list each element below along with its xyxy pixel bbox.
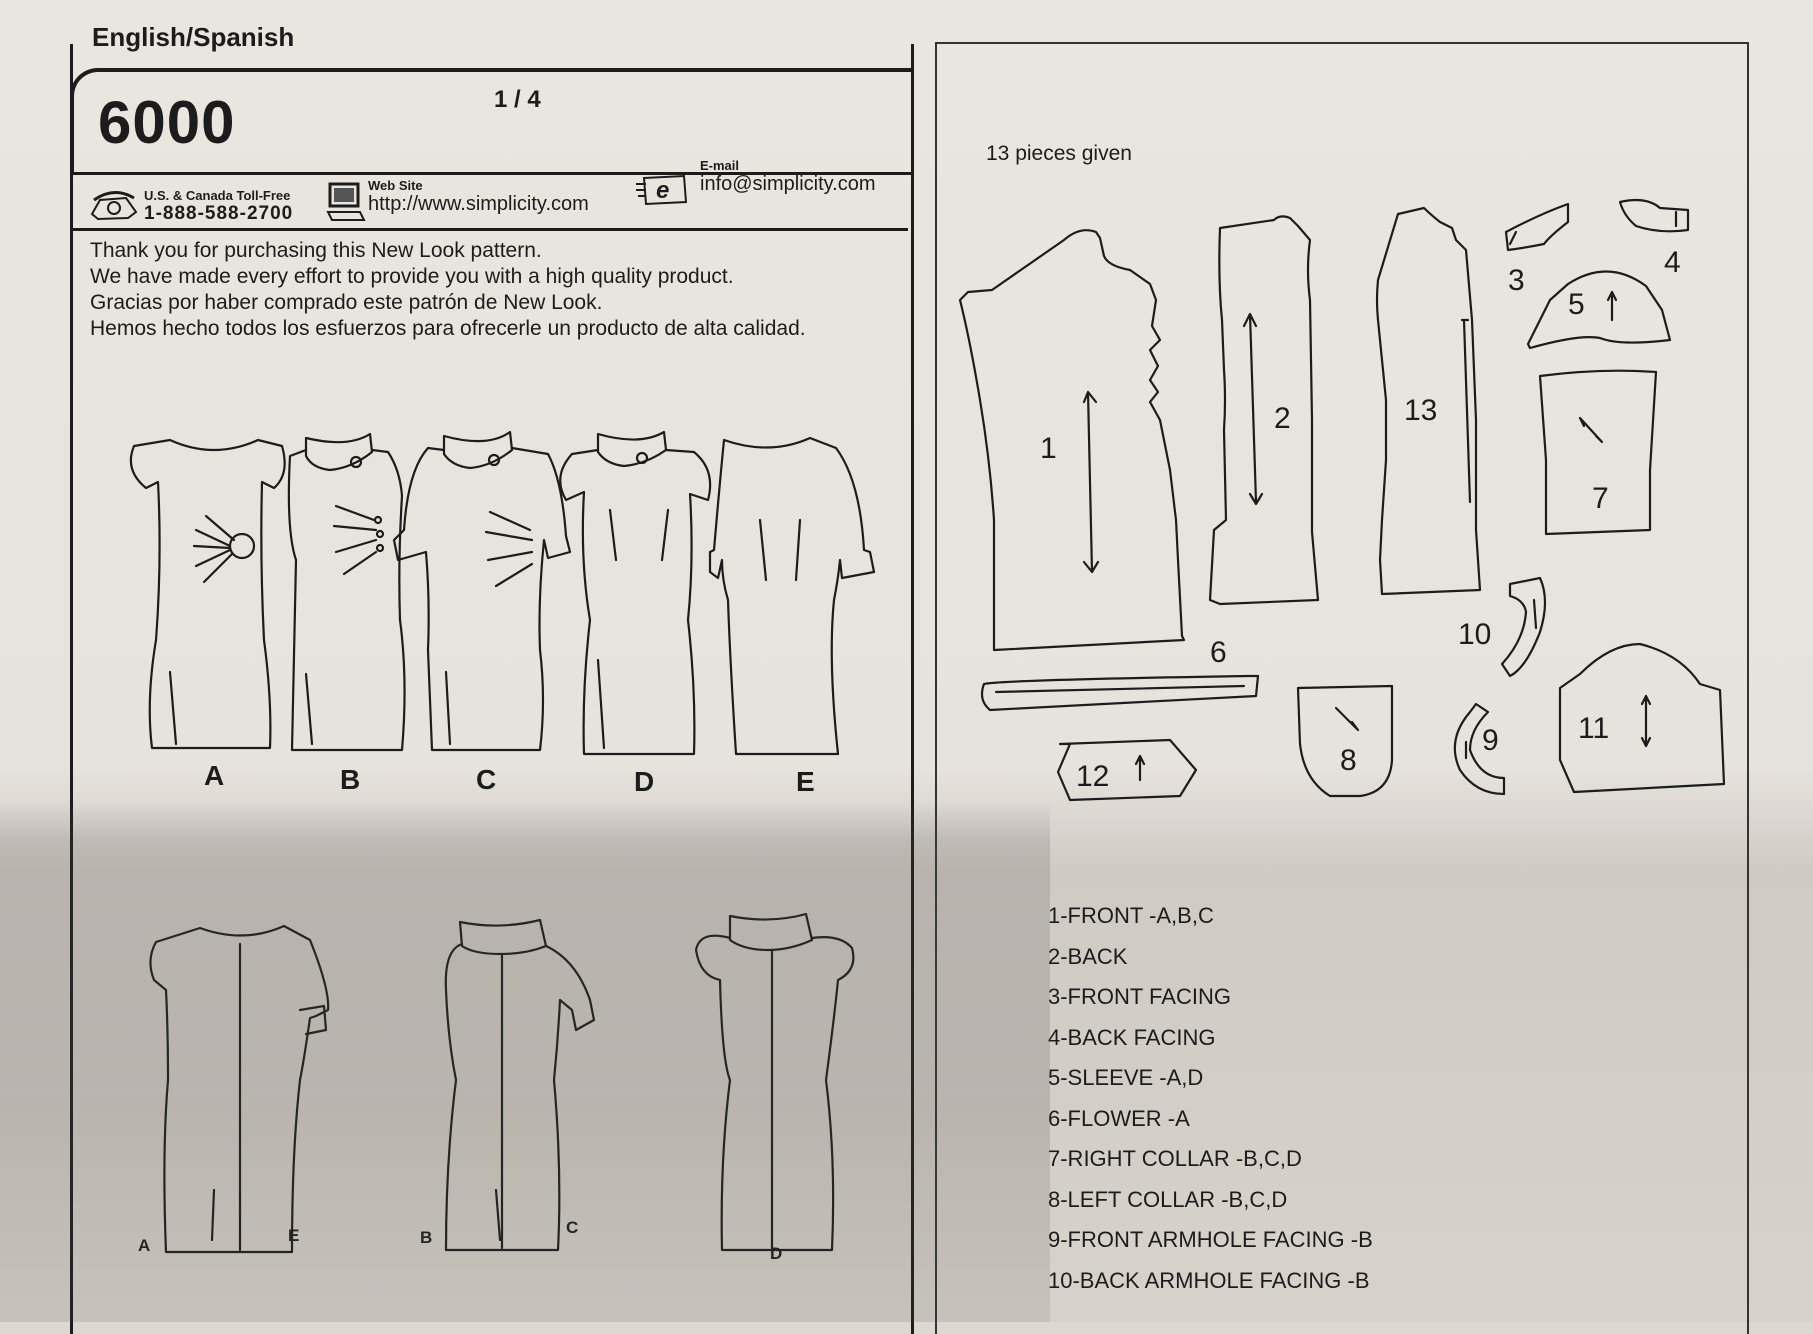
piece-list-item: 10-BACK ARMHOLE FACING -B	[1048, 1267, 1370, 1293]
phone-label: U.S. & Canada Toll-Free	[144, 188, 291, 203]
dress-back-view-2	[444, 918, 596, 1252]
pattern-piece-13	[1375, 206, 1482, 596]
dress-view-a	[129, 438, 286, 750]
pattern-number: 6000	[98, 89, 236, 156]
piece-number-6: 6	[1210, 636, 1227, 669]
dress-back-view-3	[694, 912, 855, 1252]
back-label-c: C	[566, 1218, 578, 1238]
language-label: English/Spanish	[92, 22, 295, 52]
pattern-piece-3	[1504, 202, 1570, 252]
view-label-d: D	[634, 766, 655, 797]
pattern-piece-1	[958, 229, 1186, 652]
pattern-piece-11	[1558, 642, 1726, 794]
dress-view-e	[708, 436, 876, 756]
dress-view-d	[559, 430, 712, 756]
piece-list-item: 1-FRONT -A,B,C	[1048, 903, 1214, 928]
thank-you-line: We have made every effort to provide you…	[90, 265, 734, 288]
pattern-piece-8	[1296, 684, 1394, 798]
piece-list-item: 3-FRONT FACING	[1048, 984, 1231, 1009]
pattern-piece-10	[1500, 576, 1547, 678]
back-label-d: D	[770, 1244, 782, 1264]
contact-bar	[70, 172, 908, 231]
pattern-piece-5	[1526, 270, 1672, 350]
piece-list-item: 4-BACK FACING	[1048, 1024, 1216, 1050]
piece-list-item: 2-BACK	[1048, 943, 1128, 969]
email-label: E-mail	[700, 158, 740, 173]
pattern-piece-6	[980, 674, 1260, 712]
view-label-b: B	[340, 764, 361, 795]
pattern-piece-4	[1618, 198, 1690, 233]
piece-list-item: 7-RIGHT COLLAR -B,C,D	[1048, 1146, 1302, 1171]
piece-number-13: 13	[1404, 394, 1437, 427]
pieces-given-label: 13 pieces given	[986, 142, 1132, 165]
piece-list: 1-FRONT -A,B,C 2-BACK 3-FRONT FACING 4-B…	[1048, 896, 1373, 1301]
thank-you-note: Thank you for purchasing this New Look p…	[90, 238, 806, 342]
piece-list-item: 9-FRONT ARMHOLE FACING -B	[1048, 1227, 1373, 1252]
piece-number-4: 4	[1664, 246, 1681, 279]
piece-list-item: 8-LEFT COLLAR -B,C,D	[1048, 1186, 1288, 1212]
view-label-a: A	[204, 760, 225, 791]
piece-number-3: 3	[1508, 264, 1525, 297]
piece-number-9: 9	[1482, 724, 1499, 757]
view-label-c: C	[476, 764, 497, 795]
pattern-piece-12	[1056, 738, 1198, 802]
web-url[interactable]: http://www.simplicity.com	[368, 193, 589, 215]
left-panel	[70, 44, 914, 1334]
piece-number-2: 2	[1274, 402, 1291, 435]
header-box	[70, 68, 912, 175]
svg-text:e: e	[656, 177, 669, 204]
piece-number-8: 8	[1340, 744, 1357, 777]
right-panel	[935, 42, 1749, 1334]
telephone-icon	[90, 191, 138, 221]
page-index: 1 / 4	[494, 86, 541, 113]
web-label: Web Site	[368, 178, 423, 193]
email-block: E-mail info@simplicity.com	[700, 158, 876, 196]
email-icon: e	[636, 174, 688, 206]
pattern-piece-7	[1538, 369, 1658, 536]
dress-view-b	[287, 432, 406, 752]
view-label-e: E	[796, 766, 815, 797]
thank-you-line: Thank you for purchasing this New Look p…	[90, 239, 542, 262]
piece-number-11: 11	[1578, 712, 1609, 745]
piece-number-10: 10	[1458, 618, 1491, 651]
web-block: Web Site http://www.simplicity.com	[368, 178, 589, 216]
dress-back-view-1	[149, 924, 330, 1254]
piece-list-item: 6-FLOWER -A	[1048, 1105, 1190, 1131]
thank-you-line: Gracias por haber comprado este patrón d…	[90, 291, 603, 314]
back-label-b: B	[420, 1228, 432, 1248]
piece-number-12: 12	[1076, 760, 1109, 793]
thank-you-line: Hemos hecho todos los esfuerzos para ofr…	[90, 317, 806, 340]
piece-number-7: 7	[1592, 482, 1609, 515]
back-label-a: A	[138, 1236, 150, 1256]
phone-number: 1-888-588-2700	[144, 203, 294, 224]
phone-block: U.S. & Canada Toll-Free 1-888-588-2700	[144, 188, 293, 225]
piece-number-1: 1	[1040, 432, 1057, 465]
piece-list-item: 5-SLEEVE -A,D	[1048, 1065, 1204, 1090]
photo-shadow	[0, 800, 1050, 1322]
back-label-e: E	[288, 1226, 299, 1246]
computer-icon	[326, 182, 366, 221]
pattern-piece-2	[1208, 215, 1320, 606]
piece-number-5: 5	[1568, 288, 1585, 321]
email-address[interactable]: info@simplicity.com	[700, 173, 876, 195]
pattern-piece-9	[1453, 702, 1506, 796]
dress-view-c	[392, 430, 572, 752]
